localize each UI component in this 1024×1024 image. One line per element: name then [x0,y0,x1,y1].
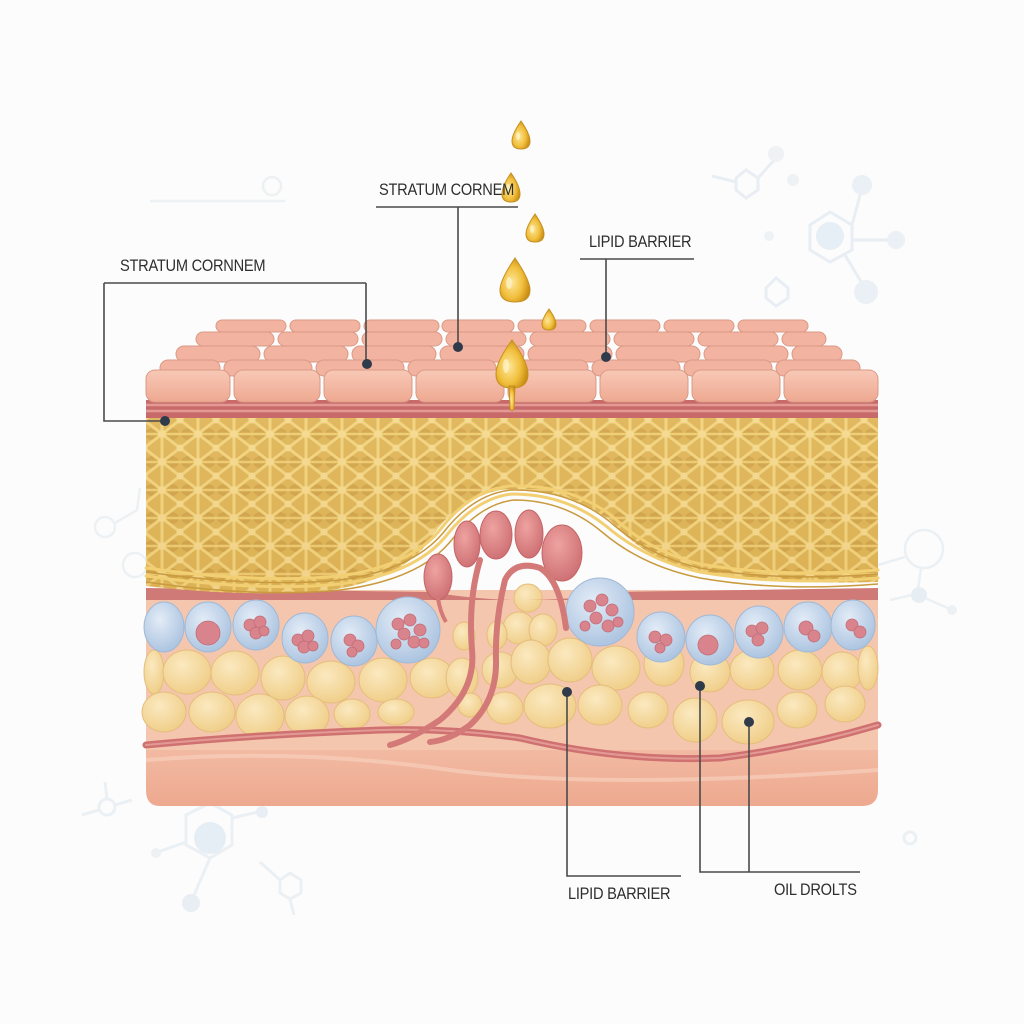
label-lipid-barrier-top: LIPID BARRIER [589,232,692,251]
marker-dot-icon [562,687,572,697]
sebaceous-gland [423,509,583,601]
lipid-mesh-layer [144,416,880,594]
oil-droplet-icon [501,172,521,203]
blue-cells [143,577,876,667]
label-lipid-barrier-bottom: LIPID BARRIER [568,884,671,903]
marker-dot-icon [160,416,170,426]
oil-droplet-icon [525,213,545,243]
label-stratum-cornem-top: STRATUM CORNEM [379,180,515,199]
droplet-highlights [503,132,534,373]
marker-dot-icon [744,717,754,727]
stratum-corneum-bricks [145,319,879,403]
marker-dot-icon [362,359,372,369]
gland-duct [387,557,569,748]
oil-droplet-icon [499,257,531,303]
marker-dot-icon [695,681,705,691]
molecule-decoration-bottom-left [81,781,918,916]
marker-dot-icon [601,352,611,362]
fat-cells [141,583,879,745]
oil-droplet-icon [511,120,531,150]
oil-droplet-icon [541,308,557,331]
oil-droplets [495,120,557,412]
marker-dot-icon [453,342,463,352]
leader-lines [103,206,860,877]
label-stratum-cornnem-left: STRATUM CORNNEM [120,256,266,275]
label-oil-droplets: OIL DROLTS [774,880,857,899]
leader-marker-dots [160,342,754,727]
molecule-decoration-right [877,528,957,615]
molecule-decoration-top-right [711,146,905,308]
